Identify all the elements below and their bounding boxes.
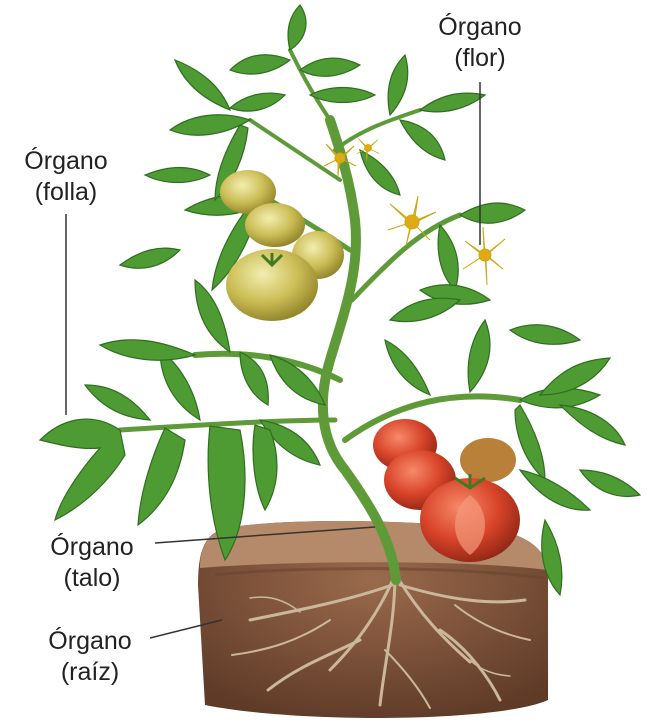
label-talo: Órgano (talo) [30, 532, 154, 594]
label-flor-line1: Órgano [415, 12, 545, 43]
label-raiz-line2: (raíz) [28, 657, 152, 688]
label-raiz-line1: Órgano [28, 626, 152, 657]
label-talo-line2: (talo) [30, 563, 154, 594]
label-talo-line1: Órgano [30, 532, 154, 563]
label-folla: Órgano (folla) [4, 146, 128, 208]
label-flor: Órgano (flor) [415, 12, 545, 74]
label-raiz: Órgano (raíz) [28, 626, 152, 688]
label-folla-line1: Órgano [4, 146, 128, 177]
label-flor-line2: (flor) [415, 43, 545, 74]
label-folla-line2: (folla) [4, 177, 128, 208]
leaves [40, 5, 640, 595]
